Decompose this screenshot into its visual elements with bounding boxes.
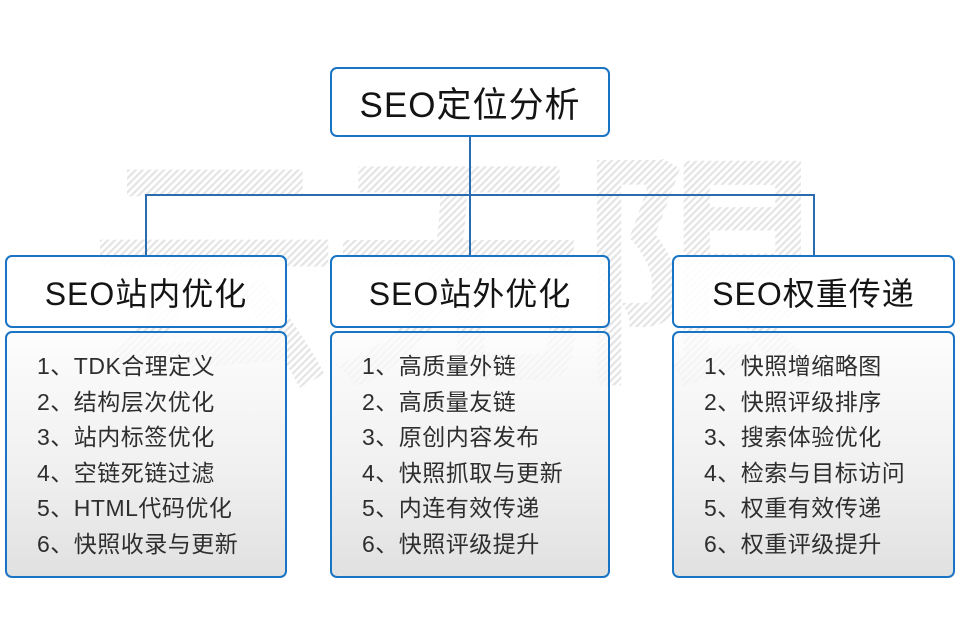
list-item: 6、快照收录与更新 xyxy=(37,530,239,557)
list-item: 5、权重有效传递 xyxy=(704,495,882,521)
connector-right-vertical xyxy=(813,194,815,255)
list-item: 3、站内标签优化 xyxy=(37,424,215,450)
root-node: SEO定位分析 xyxy=(330,67,610,137)
list-item: 1、高质量外链 xyxy=(362,353,517,379)
list-item: 4、空链死链过滤 xyxy=(37,459,215,486)
column-title: SEO权重传递 xyxy=(712,275,915,312)
list-item: 2、结构层次优化 xyxy=(37,388,215,415)
connector-root-vertical xyxy=(469,137,471,255)
column-list-weight-transfer: 1、快照增缩略图 2、快照评级排序 3、搜索体验优化 4、检索与目标访问 5、权… xyxy=(672,331,955,578)
column-header-offsite-seo: SEO站外优化 xyxy=(330,255,610,328)
list-item: 5、内连有效传递 xyxy=(362,495,540,521)
list-item: 2、高质量友链 xyxy=(362,388,517,415)
list-item: 4、快照抓取与更新 xyxy=(362,459,564,486)
list-item: 1、快照增缩略图 xyxy=(704,353,882,379)
column-title: SEO站内优化 xyxy=(44,275,248,312)
column-header-onsite-seo: SEO站内优化 xyxy=(5,255,287,328)
list-item: 3、原创内容发布 xyxy=(362,424,540,450)
list-item: 6、快照评级提升 xyxy=(362,530,540,557)
column-list-offsite-seo: 1、高质量外链 2、高质量友链 3、原创内容发布 4、快照抓取与更新 5、内连有… xyxy=(330,331,610,578)
column-list-onsite-seo: 1、TDK合理定义 2、结构层次优化 3、站内标签优化 4、空链死链过滤 5、H… xyxy=(5,331,287,578)
list-item: 5、HTML代码优化 xyxy=(37,495,233,521)
column-title: SEO站外优化 xyxy=(368,275,572,312)
connector-left-vertical xyxy=(145,194,147,255)
list-item: 6、权重评级提升 xyxy=(704,530,882,557)
list-item: 1、TDK合理定义 xyxy=(37,353,216,379)
list-item: 3、搜索体验优化 xyxy=(704,424,882,450)
list-item: 4、检索与目标访问 xyxy=(704,459,906,486)
column-header-weight-transfer: SEO权重传递 xyxy=(672,255,955,328)
connector-horizontal xyxy=(145,194,815,196)
list-item: 2、快照评级排序 xyxy=(704,388,882,415)
root-node-title: SEO定位分析 xyxy=(359,85,581,125)
